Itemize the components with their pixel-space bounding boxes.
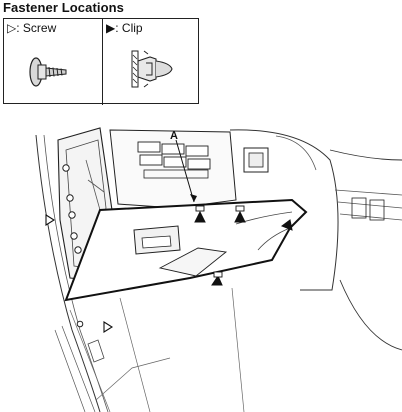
open-triangle-icon: ▷ (7, 21, 17, 35)
a-pillar-outline (35, 134, 101, 412)
screw-icon (29, 57, 67, 87)
fastener-legend: ▷: Screw ▶: Clip (3, 18, 199, 105)
right-side-details (329, 149, 402, 351)
screw-marker-1 (45, 214, 56, 226)
callout-a-label: A (170, 130, 178, 142)
center-console (109, 129, 237, 209)
clip-icon (131, 50, 173, 88)
legend-clip-entry: ▶: Clip (106, 21, 143, 35)
clip-marker-4 (211, 274, 223, 286)
steering-column-area (229, 129, 339, 291)
filled-triangle-icon: ▶ (106, 21, 116, 35)
clip-marker-3 (280, 219, 293, 231)
legend-divider (102, 19, 103, 105)
callout-a-leader (175, 139, 195, 203)
legend-screw-entry: ▷: Screw (7, 21, 56, 35)
legend-clip-label: : Clip (115, 21, 143, 35)
legend-screw-label: : Screw (16, 21, 57, 35)
section-title: Fastener Locations (3, 0, 124, 15)
dashboard-lower-panel-diagram (35, 127, 402, 412)
clip-marker-2 (234, 210, 246, 223)
clip-marker-1 (194, 210, 206, 223)
screw-marker-2 (103, 321, 114, 333)
lower-crash-pad-panel (64, 198, 308, 302)
